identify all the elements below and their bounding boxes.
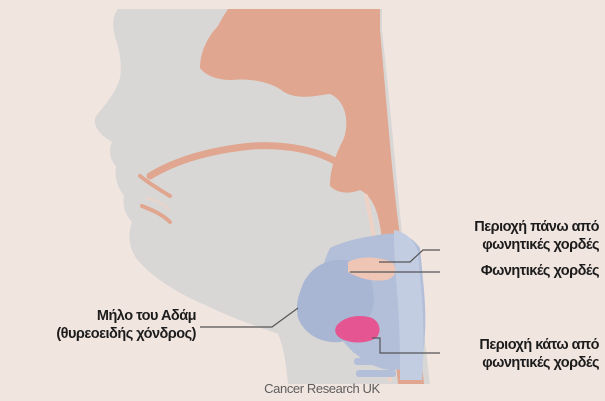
label-adams-apple: Μήλο του Αδάμ (θυρεοειδής χόνδρος): [8, 307, 196, 343]
label-below-vocal-cords-line1: Περιοχή κάτω από: [479, 336, 599, 354]
tracheal-ring: [354, 358, 394, 365]
label-below-vocal-cords: Περιοχή κάτω από φωνητικές χορδές: [479, 336, 599, 372]
label-vocal-cords: Φωνητικές χορδές: [481, 262, 599, 280]
label-above-vocal-cords-line1: Περιοχή πάνω από: [474, 218, 599, 236]
label-below-vocal-cords-line2: φωνητικές χορδές: [479, 354, 599, 372]
tracheal-ring: [356, 370, 396, 377]
label-vocal-cords-line1: Φωνητικές χορδές: [481, 262, 599, 280]
label-above-vocal-cords: Περιοχή πάνω από φωνητικές χορδές: [474, 218, 599, 254]
label-adams-apple-line1: Μήλο του Αδάμ: [8, 307, 196, 325]
image-credit: Cancer Research UK: [238, 381, 406, 396]
label-above-vocal-cords-line2: φωνητικές χορδές: [474, 236, 599, 254]
tracheal-ring: [352, 346, 392, 353]
label-adams-apple-line2: (θυρεοειδής χόνδρος): [8, 325, 196, 343]
